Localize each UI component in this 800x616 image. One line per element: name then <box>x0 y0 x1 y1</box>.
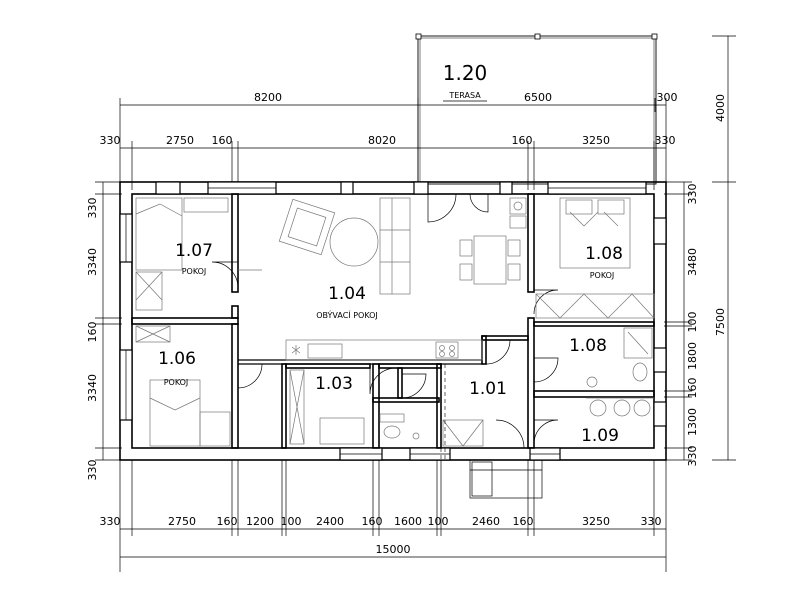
room-1-07-name: POKOJ <box>182 267 207 276</box>
dim-top2-160b: 160 <box>512 134 533 147</box>
dim-top-6500: 6500 <box>524 91 552 104</box>
dimension-labels: 8200 6500 300 330 2750 160 8020 160 3250… <box>86 91 727 556</box>
dim-left-330b: 330 <box>86 460 99 481</box>
room-1-08-number: 1.08 <box>585 244 623 264</box>
terrace <box>415 33 658 185</box>
dim-right-330a: 330 <box>686 184 699 205</box>
terrace-name: TERASA <box>448 91 481 100</box>
dim-bot-3250: 3250 <box>582 515 610 528</box>
dimension-lines <box>95 35 736 572</box>
dim-left-160: 160 <box>86 322 99 343</box>
dim-top2-2750: 2750 <box>166 134 194 147</box>
room-1-04-name: OBÝVACÍ POKOJ <box>316 309 378 320</box>
dim-right-1300: 1300 <box>686 408 699 436</box>
dim-left-3340a: 3340 <box>86 248 99 276</box>
room-1-08-name: POKOJ <box>590 271 615 280</box>
dim-total-15000: 15000 <box>376 543 411 556</box>
room-1-06-number: 1.06 <box>158 349 196 369</box>
dim-bot-160a: 160 <box>217 515 238 528</box>
dim-right-100: 100 <box>686 312 699 333</box>
dim-bot-160c: 160 <box>513 515 534 528</box>
dim-right-160: 160 <box>686 378 699 399</box>
dim-bot-100a: 100 <box>281 515 302 528</box>
dim-bot-100b: 100 <box>428 515 449 528</box>
walls <box>119 181 667 499</box>
dim-right-330b: 330 <box>686 446 699 467</box>
doors <box>211 193 559 449</box>
dim-left-3340b: 3340 <box>86 374 99 402</box>
dim-bot-330a: 330 <box>100 515 121 528</box>
room-1-04-number: 1.04 <box>328 284 366 304</box>
dim-top2-3250: 3250 <box>582 134 610 147</box>
dim-bot-2460: 2460 <box>472 515 500 528</box>
dim-top2-330a: 330 <box>100 134 121 147</box>
dim-bot-1200: 1200 <box>246 515 274 528</box>
dim-bot-1600: 1600 <box>394 515 422 528</box>
dim-bot-160b: 160 <box>362 515 383 528</box>
room-1-06-name: POKOJ <box>164 378 189 387</box>
dim-right-1800: 1800 <box>686 342 699 370</box>
dim-top-300: 300 <box>657 91 678 104</box>
dim-bot-2750: 2750 <box>168 515 196 528</box>
dim-top2-330b: 330 <box>655 134 676 147</box>
dim-top2-8020: 8020 <box>368 134 396 147</box>
dim-top2-160a: 160 <box>212 134 233 147</box>
room-1-01-number: 1.01 <box>469 379 507 399</box>
dim-bot-330b: 330 <box>641 515 662 528</box>
dim-left-330a: 330 <box>86 198 99 219</box>
room-1-09-number: 1.09 <box>581 426 619 446</box>
terrace-number: 1.20 <box>443 61 488 85</box>
dim-bot-2400: 2400 <box>316 515 344 528</box>
dim-right-4000: 4000 <box>714 94 727 122</box>
dim-right-7500: 7500 <box>714 308 727 336</box>
room-labels: 1.20 TERASA 1.07 POKOJ 1.04 OBÝVACÍ POKO… <box>158 61 623 446</box>
room-1-03-number: 1.03 <box>315 374 353 394</box>
dim-top-8200: 8200 <box>254 91 282 104</box>
room-1-07-number: 1.07 <box>175 241 213 261</box>
furniture <box>135 197 655 460</box>
room-1-08-bath-number: 1.08 <box>569 336 607 356</box>
dim-right-3480: 3480 <box>686 248 699 276</box>
